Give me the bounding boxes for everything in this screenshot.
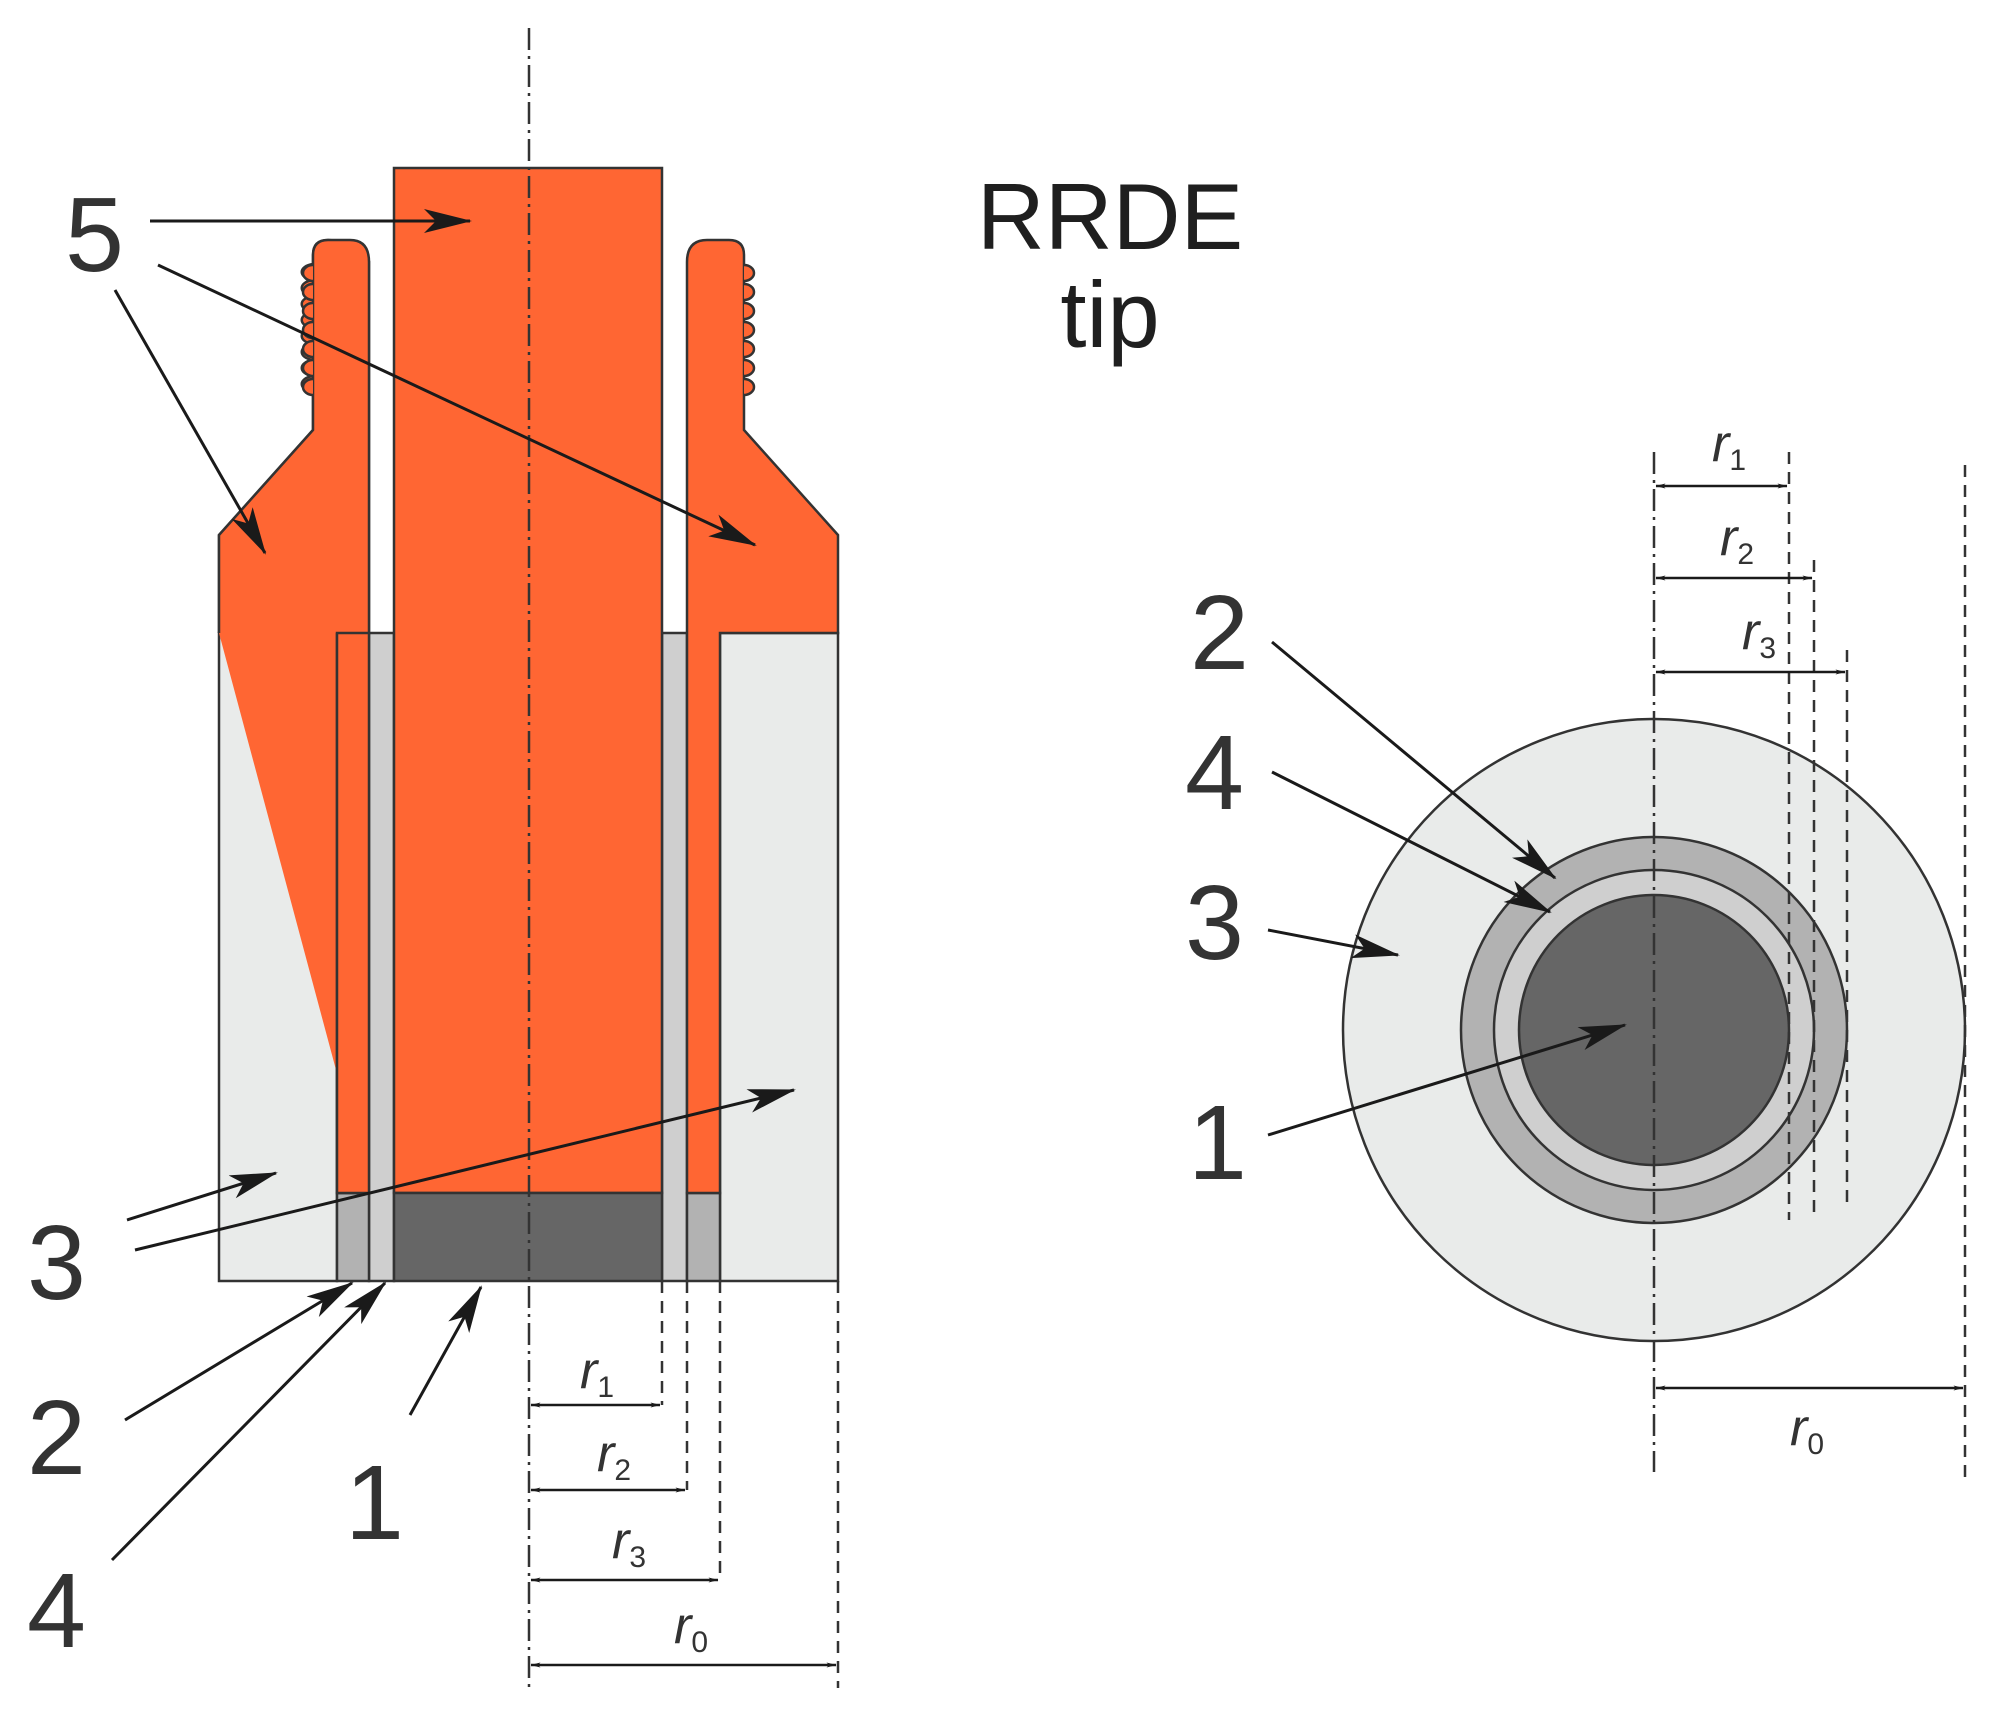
threads-left <box>301 263 314 397</box>
label-left-r3: r3 <box>612 1512 647 1574</box>
cross-section-view <box>217 166 840 1283</box>
callout-right-3: 3 <box>1185 864 1244 982</box>
title-line1: RRDE <box>976 164 1244 269</box>
label-right-r1: r1 <box>1712 415 1747 477</box>
ring-right <box>685 1191 722 1283</box>
label-left-r0: r0 <box>674 1597 709 1659</box>
holder-body-right <box>685 238 840 1195</box>
callout-left-3: 3 <box>27 1204 86 1322</box>
callout-right-1: 1 <box>1188 1084 1247 1202</box>
title-line2: tip <box>1060 262 1160 367</box>
gap-left <box>367 631 396 1283</box>
insulator-right <box>718 631 840 1283</box>
dimension-extensions-left <box>660 1281 840 1688</box>
holder-body-left-main <box>217 238 371 1195</box>
dimension-arrows-left <box>530 1402 837 1668</box>
label-right-r0: r0 <box>1790 1399 1825 1461</box>
callout-left-2: 2 <box>27 1379 86 1497</box>
callout-left-1: 1 <box>345 1444 404 1562</box>
leader-arrows-right <box>1267 640 1627 1137</box>
label-right-r2: r2 <box>1720 509 1755 571</box>
callout-left-5: 5 <box>65 176 124 294</box>
callout-left-4: 4 <box>27 1552 86 1670</box>
dimension-arrows-right <box>1655 483 1964 1391</box>
leader-arrows-left <box>110 209 796 1562</box>
label-left-r2: r2 <box>597 1425 632 1487</box>
callout-right-4: 4 <box>1185 714 1244 832</box>
callout-right-2: 2 <box>1190 574 1249 692</box>
top-view <box>1341 717 1967 1343</box>
label-right-r3: r3 <box>1742 603 1777 665</box>
label-left-r1: r1 <box>580 1342 615 1404</box>
ring-left <box>335 1191 371 1283</box>
threads-right <box>743 263 756 397</box>
gap-right <box>660 631 689 1283</box>
